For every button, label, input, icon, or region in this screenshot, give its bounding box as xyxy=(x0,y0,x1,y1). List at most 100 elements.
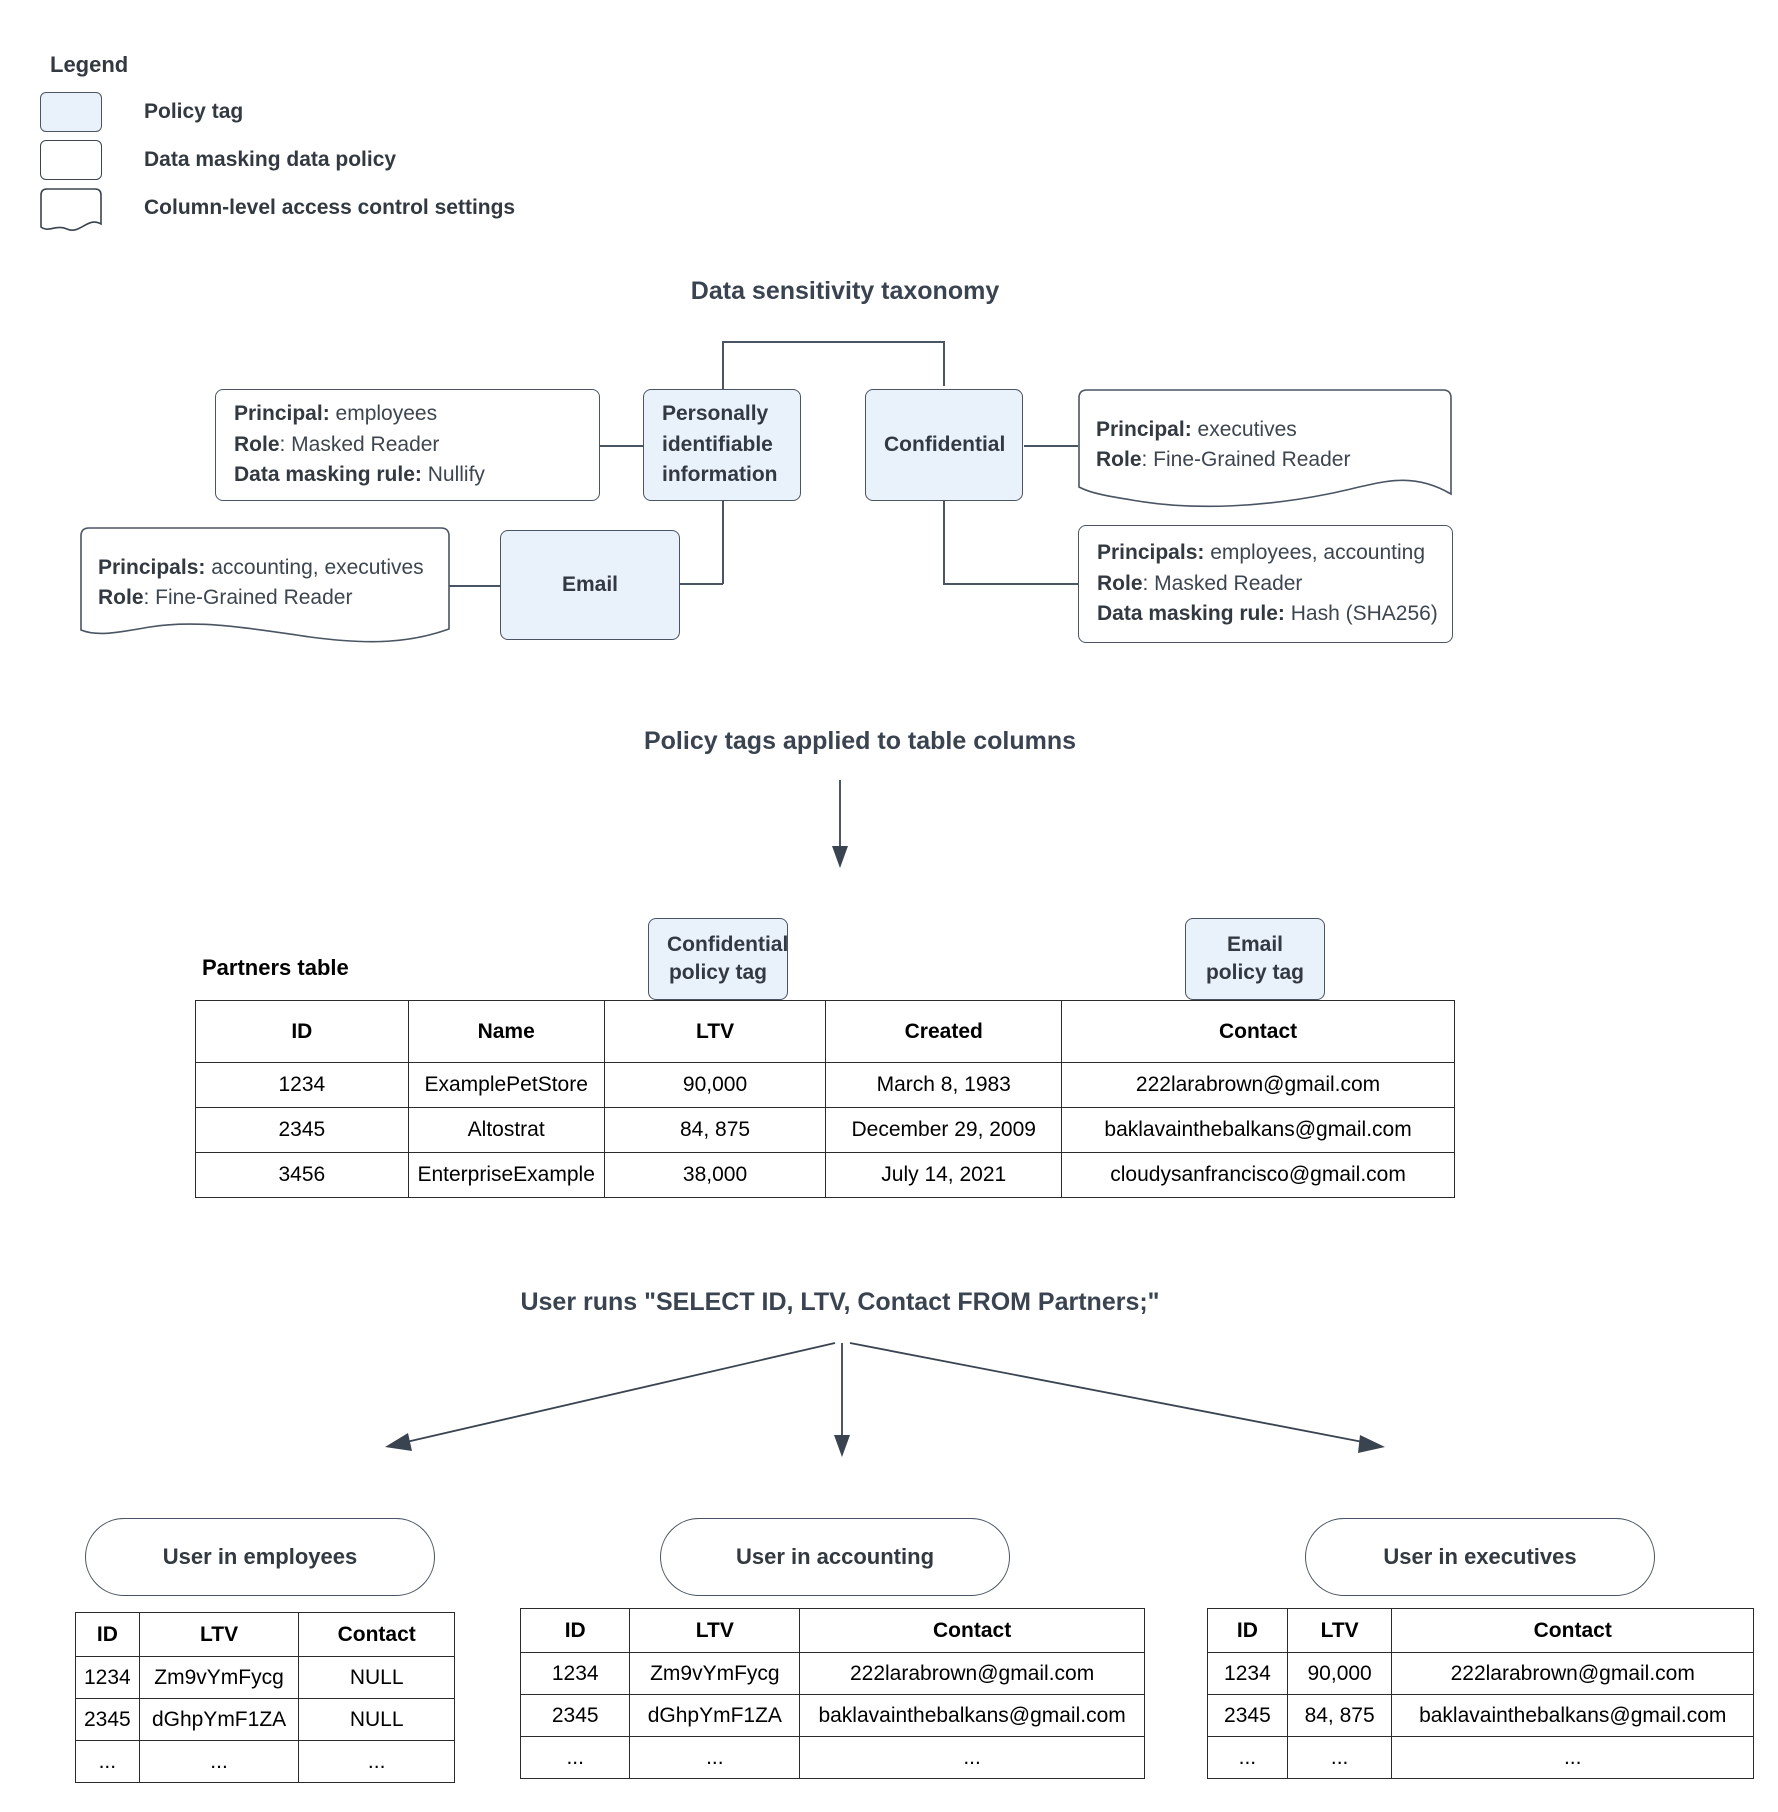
table-cell: 84, 875 xyxy=(1286,1694,1393,1737)
table-cell: 222larabrown@gmail.com xyxy=(1061,1062,1455,1108)
partners-confidential-tag-line1: Confidential xyxy=(667,932,789,956)
table-cell: ExamplePetStore xyxy=(407,1062,605,1108)
table-cell: EnterpriseExample xyxy=(407,1152,605,1198)
column-header: Contact xyxy=(799,1608,1145,1653)
confidential-access-principal: Principal: executives xyxy=(1096,418,1297,441)
legend-item-policy-tag: Policy tag xyxy=(40,88,515,136)
policy-tag-confidential[interactable]: Confidential xyxy=(865,389,1023,501)
table-cell: March 8, 1983 xyxy=(825,1062,1063,1108)
table-cell: ... xyxy=(1286,1736,1393,1779)
result-role-employees[interactable]: User in employees xyxy=(85,1518,435,1596)
table-cell: 38,000 xyxy=(603,1152,827,1198)
table-cell: Altostrat xyxy=(407,1107,605,1153)
table-cell: 1234 xyxy=(1207,1652,1288,1695)
table-cell: cloudysanfrancisco@gmail.com xyxy=(1061,1152,1455,1198)
pii-data-masking-policy-box: Principal: employees Role: Masked Reader… xyxy=(215,389,600,501)
column-header: Name xyxy=(407,1000,605,1063)
policy-tag-swatch-icon xyxy=(40,92,102,132)
confidential-access-role: Role: Fine-Grained Reader xyxy=(1096,448,1351,472)
column-header: ID xyxy=(75,1612,140,1657)
table-cell: December 29, 2009 xyxy=(825,1107,1063,1153)
table-cell: NULL xyxy=(298,1656,455,1699)
taxonomy-title: Data sensitivity taxonomy xyxy=(690,277,1000,305)
column-header: LTV xyxy=(1286,1608,1393,1653)
table-cell: dGhpYmF1ZA xyxy=(629,1694,801,1737)
email-access-principals: Principals: accounting, executives xyxy=(98,556,424,579)
table-cell: 1234 xyxy=(195,1062,409,1108)
table-row: ......... xyxy=(1207,1736,1754,1779)
column-header: Contact xyxy=(1391,1608,1754,1653)
table-cell: 2345 xyxy=(75,1698,140,1741)
policy-tag-email[interactable]: Email xyxy=(500,530,680,640)
partners-table-label: Partners table xyxy=(202,955,349,980)
column-header: ID xyxy=(195,1000,409,1063)
table-cell: 1234 xyxy=(519,1652,631,1695)
partners-email-tag-line1: Email xyxy=(1226,932,1284,956)
column-header: ID xyxy=(1207,1608,1288,1653)
table-cell: baklavainthebalkans@gmail.com xyxy=(1061,1107,1455,1153)
table-cell: 90,000 xyxy=(1286,1652,1393,1695)
legend-item-label: Column-level access control settings xyxy=(144,196,516,219)
column-header: Contact xyxy=(298,1612,455,1657)
policy-tag-confidential-label: Confidential xyxy=(884,432,1006,456)
table-cell: ... xyxy=(298,1740,455,1783)
column-header: Created xyxy=(825,1000,1063,1063)
table-cell: 222larabrown@gmail.com xyxy=(1391,1652,1754,1695)
connector-confidential-down xyxy=(943,500,945,584)
table-cell: ... xyxy=(75,1740,140,1783)
table-cell: 2345 xyxy=(519,1694,631,1737)
result-role-label: User in employees xyxy=(162,1544,358,1569)
result-role-executives[interactable]: User in executives xyxy=(1305,1518,1655,1596)
connector-pii-up xyxy=(722,341,724,391)
table-cell: ... xyxy=(1391,1736,1754,1779)
confidential-column-access-control-box: Principal: executives Role: Fine-Grained… xyxy=(1078,389,1452,511)
confidential-policy-principals: Principals: employees, accounting xyxy=(1097,541,1426,565)
query-fanout-arrows xyxy=(385,1342,1385,1457)
table-cell: 1234 xyxy=(75,1656,140,1699)
connector-email-to-access-control xyxy=(445,585,500,587)
table-cell: ... xyxy=(519,1736,631,1779)
table-cell: 2345 xyxy=(1207,1694,1288,1737)
connector-pii-down xyxy=(722,500,724,584)
result-role-accounting[interactable]: User in accounting xyxy=(660,1518,1010,1596)
table-cell: 3456 xyxy=(195,1152,409,1198)
data-masking-policy-swatch-icon xyxy=(40,140,102,180)
column-header: LTV xyxy=(629,1608,801,1653)
table-row: ......... xyxy=(75,1740,455,1783)
table-cell: July 14, 2021 xyxy=(825,1152,1063,1198)
column-header: Contact xyxy=(1061,1000,1455,1063)
partners-confidential-policy-tag[interactable]: Confidential policy tag xyxy=(648,918,788,1000)
email-column-access-control-box: Principals: accounting, executives Role:… xyxy=(80,527,450,647)
column-level-access-control-swatch-icon xyxy=(40,188,102,231)
pii-policy-principal: Principal: employees xyxy=(234,402,438,426)
table-cell: Zm9vYmFycg xyxy=(138,1656,300,1699)
table-cell: dGhpYmF1ZA xyxy=(138,1698,300,1741)
table-cell: 2345 xyxy=(195,1107,409,1153)
partners-confidential-tag-line2: policy tag xyxy=(668,961,768,984)
table-cell: 90,000 xyxy=(603,1062,827,1108)
connector-pii-to-email xyxy=(680,583,723,585)
confidential-policy-masking-rule: Data masking rule: Hash (SHA256) xyxy=(1097,602,1438,626)
table-cell: NULL xyxy=(298,1698,455,1741)
result-role-label: User in accounting xyxy=(735,1544,935,1569)
table-cell: Zm9vYmFycg xyxy=(629,1652,801,1695)
policy-tag-pii[interactable]: Personally identifiable information xyxy=(643,389,801,501)
table-cell: ... xyxy=(799,1736,1145,1779)
policy-tag-pii-label: Personally identifiable information xyxy=(662,402,778,487)
connector-confidential-to-masking-policy xyxy=(943,583,1079,585)
partners-email-tag-line2: policy tag xyxy=(1205,961,1305,984)
table-cell: baklavainthebalkans@gmail.com xyxy=(799,1694,1145,1737)
column-header: LTV xyxy=(138,1612,300,1657)
legend-item-label: Policy tag xyxy=(144,100,244,123)
partners-email-policy-tag[interactable]: Email policy tag xyxy=(1185,918,1325,1000)
arrow-down-to-partners-table xyxy=(832,780,848,868)
